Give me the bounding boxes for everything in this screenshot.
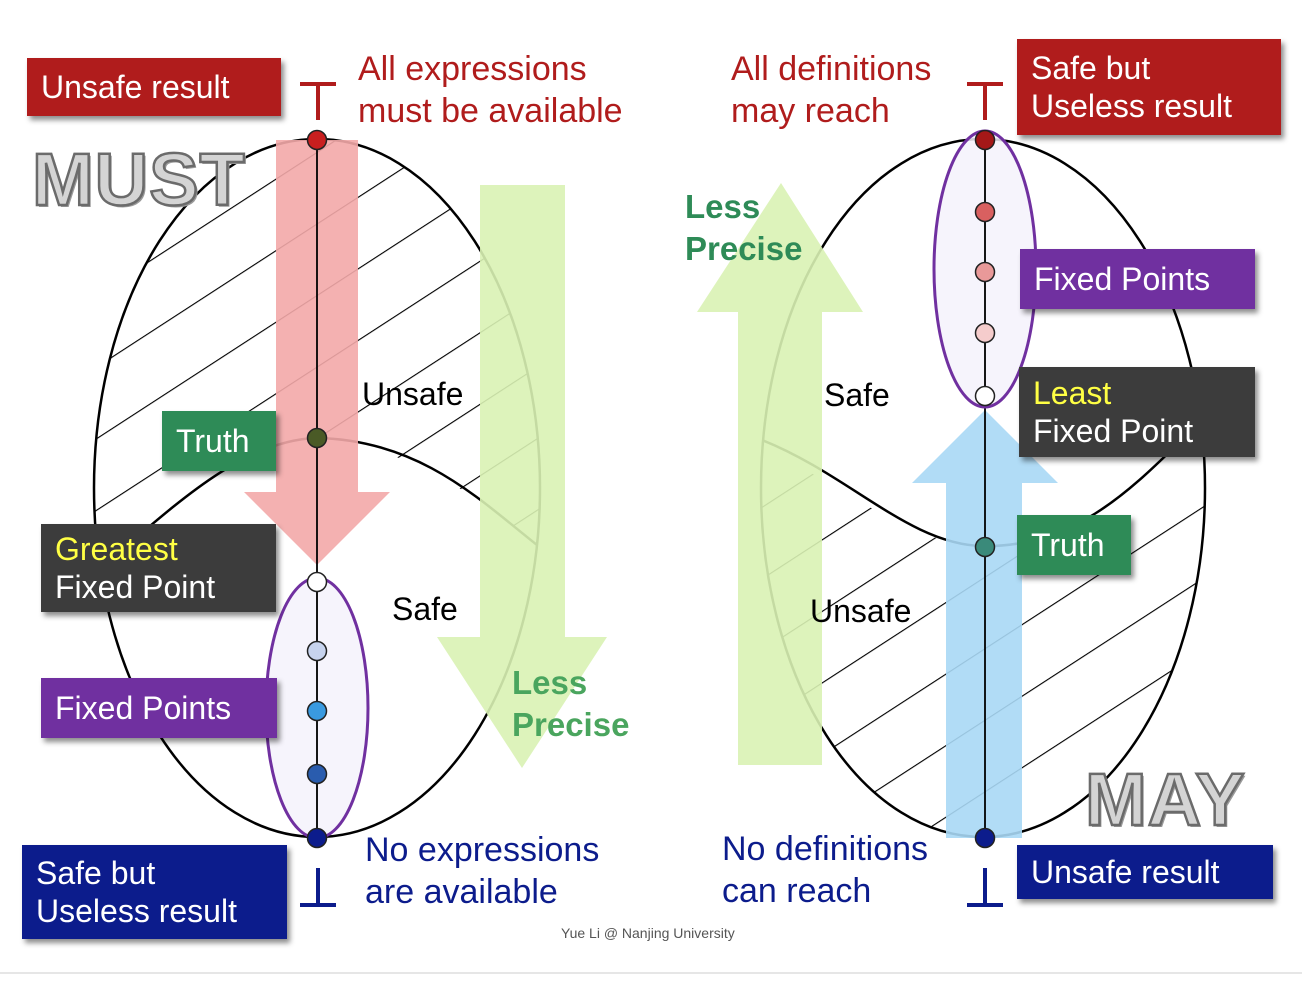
may-top-symbol xyxy=(967,82,1003,120)
must-top-description: All expressions must be available xyxy=(358,50,623,130)
must-top-symbol xyxy=(300,82,336,120)
must-unsafe-region-label: Unsafe xyxy=(362,376,464,412)
may-fixed-points-box: Fixed Points xyxy=(1020,249,1255,309)
must-greatest-fixed-point-box: Greatest Fixed Point xyxy=(41,524,276,612)
must-bottom-node xyxy=(306,827,328,849)
may-less-precise-label: Less Precise xyxy=(685,188,803,267)
must-top-node xyxy=(306,129,328,151)
may-least-fixed-point-node xyxy=(974,385,996,407)
must-title: MUST xyxy=(31,138,246,221)
fixed-point-label: Fixed Point xyxy=(55,569,216,605)
may-fixed-point-node xyxy=(974,261,996,283)
bottom-rule xyxy=(0,972,1302,974)
may-least-fixed-point-box: Least Fixed Point xyxy=(1019,367,1255,457)
must-truth-node xyxy=(306,427,328,449)
may-bottom-symbol xyxy=(967,868,1003,907)
must-less-precise-arrow xyxy=(437,185,607,768)
must-less-precise-label: Less Precise xyxy=(512,664,630,743)
must-fixed-points-box: Fixed Points xyxy=(41,678,277,738)
must-safe-region-label: Safe xyxy=(392,591,458,627)
must-bottom-result-box: Safe but Useless result xyxy=(22,845,287,939)
footer-credit: Yue Li @ Nanjing University xyxy=(561,925,735,941)
may-top-description: All definitions may reach xyxy=(731,50,932,130)
may-truth-box: Truth xyxy=(1017,515,1131,575)
may-bottom-node xyxy=(974,827,996,849)
may-fixed-point-node xyxy=(974,322,996,344)
may-top-result-box: Safe but Useless result xyxy=(1017,39,1281,135)
may-bottom-result-box: Unsafe result xyxy=(1017,845,1273,899)
may-truth-node xyxy=(974,536,996,558)
least-label: Least xyxy=(1033,375,1112,411)
must-fixed-point-node xyxy=(306,763,328,785)
fixed-point-label: Fixed Point xyxy=(1033,413,1194,449)
must-greatest-fixed-point-node xyxy=(306,571,328,593)
must-fixed-point-node xyxy=(306,640,328,662)
may-less-precise-arrow xyxy=(697,183,863,765)
may-title: MAY xyxy=(1084,758,1246,841)
must-truth-box: Truth xyxy=(162,411,276,471)
may-bottom-description: No definitions can reach xyxy=(722,830,929,910)
must-top-result-box: Unsafe result xyxy=(27,58,281,116)
may-safe-region-label: Safe xyxy=(824,377,890,413)
may-unsafe-region-label: Unsafe xyxy=(810,593,912,629)
greatest-label: Greatest xyxy=(55,531,178,567)
must-bottom-symbol xyxy=(300,868,336,907)
must-fixed-point-node xyxy=(306,700,328,722)
may-fixed-point-node xyxy=(974,201,996,223)
must-bottom-description: No expressions are available xyxy=(365,831,600,911)
may-top-node xyxy=(974,129,996,151)
